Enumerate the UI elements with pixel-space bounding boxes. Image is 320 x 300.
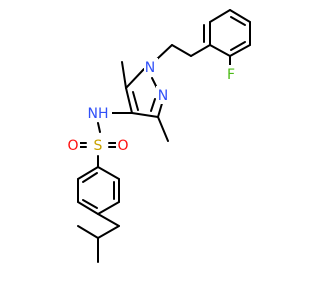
- atom-o2: O: [116, 136, 130, 154]
- atom-n1: N: [144, 58, 158, 76]
- atom-nh: NH: [86, 104, 112, 122]
- bond-n1-ch2: [155, 44, 173, 61]
- atom-n2: N: [156, 86, 170, 104]
- bond-bz-1-2: [97, 166, 120, 180]
- bond-c5-methyl: [121, 61, 127, 89]
- bond-bz-6-1-double: [82, 172, 98, 183]
- bond-bz-ch2: [97, 213, 120, 227]
- bond-ch2-ring: [171, 44, 192, 57]
- atom-s-label: S: [94, 138, 103, 154]
- atom-n2-label: N: [158, 88, 168, 104]
- bond-fb-1-ring: [209, 44, 231, 57]
- bond-n1-c5: [125, 68, 145, 89]
- bonds: [77, 9, 251, 263]
- bond-bz-3-4: [97, 201, 120, 215]
- bond-c5-c4-double: [132, 91, 139, 111]
- molecule-canvas: N N NH S O O F: [66, 9, 251, 263]
- atom-nh-label: NH: [88, 106, 109, 122]
- bond-fb-6-1: [229, 44, 251, 57]
- bond-bz-4-5-double: [82, 199, 98, 209]
- atom-o2-label: O: [117, 138, 128, 154]
- atom-n1-label: N: [145, 60, 155, 76]
- bond-fb-4-5-double: [230, 16, 246, 26]
- bond-c3-n2-double: [150, 98, 156, 112]
- atom-s: S: [91, 136, 105, 154]
- bond-c5-c4: [125, 87, 133, 114]
- atom-o1-label: O: [67, 138, 78, 154]
- bond-ch-ch3a: [77, 225, 99, 239]
- atom-f-label: F: [227, 67, 235, 83]
- bond-bz-6-1: [77, 166, 99, 180]
- bond-fb-4-5: [229, 9, 251, 23]
- bond-ch2-ch: [97, 225, 120, 239]
- atom-o1: O: [66, 136, 80, 154]
- atom-labels: N N NH S O O F: [66, 58, 238, 154]
- structure-diagram: N N NH S O O F: [66, 9, 251, 263]
- bond-fb-6-1-double: [230, 41, 246, 51]
- atom-f: F: [224, 65, 238, 83]
- bond-fb-3-4: [209, 9, 231, 23]
- bond-nh-s: [97, 122, 101, 133]
- bond-c4-c3: [131, 112, 159, 118]
- bond-c3-methyl: [157, 116, 169, 142]
- bond-fb-1-2: [190, 44, 211, 57]
- bond-bz-4-5: [77, 201, 99, 215]
